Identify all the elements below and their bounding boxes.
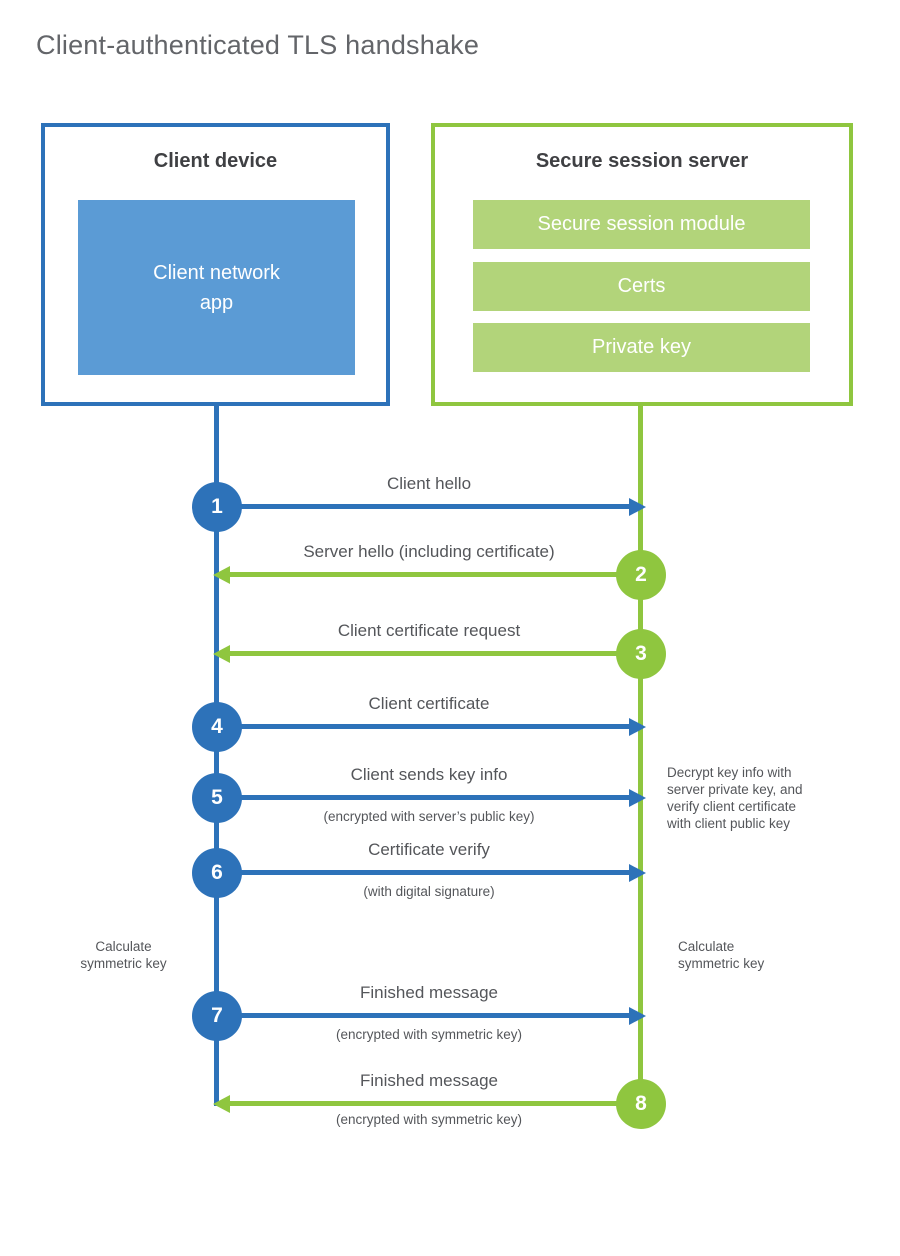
arrowhead-right-icon-4	[629, 718, 646, 736]
arrow-line-5	[217, 795, 629, 800]
step-number-4: 4	[211, 715, 223, 738]
client-calc-symmetric-key-note: Calculate symmetric key	[80, 939, 167, 971]
step-number-7: 7	[211, 1004, 223, 1027]
step-badge-2: 2	[616, 550, 666, 600]
step-label-1: Client hello	[386, 474, 472, 493]
step-label-7: Finished message	[360, 983, 498, 1002]
arrowhead-right-icon-7	[629, 1007, 646, 1025]
server-calc-symmetric-key-note: Calculate symmetric key	[678, 939, 765, 971]
arrowhead-left-icon-2	[213, 566, 230, 584]
step-sublabel-5: (encrypted with server’s public key)	[323, 809, 535, 824]
step-number-3: 3	[635, 642, 647, 665]
step-label-2: Server hello (including certificate)	[303, 542, 555, 561]
server-title: Secure session server	[535, 150, 749, 172]
server-module-certs: Certs	[473, 262, 810, 311]
step-label-5: Client sends key info	[350, 765, 508, 784]
arrowhead-left-icon-8	[213, 1095, 230, 1113]
arrow-line-2	[230, 572, 641, 577]
server-module-secure-session: Secure session module	[473, 200, 810, 249]
server-lifeline	[638, 406, 643, 1106]
step-sublabel-6: (with digital signature)	[363, 884, 495, 899]
step-sublabel-7: (encrypted with symmetric key)	[335, 1027, 523, 1042]
arrowhead-right-icon-6	[629, 864, 646, 882]
step-label-8: Finished message	[360, 1071, 498, 1090]
step-number-8: 8	[635, 1092, 647, 1115]
arrow-line-1	[217, 504, 629, 509]
step-badge-5: 5	[192, 773, 242, 823]
arrowhead-right-icon-5	[629, 789, 646, 807]
step-label-3: Client certificate request	[337, 621, 521, 640]
step-label-6: Certificate verify	[368, 840, 490, 859]
client-network-app-block: Client network app	[78, 200, 355, 375]
step-number-6: 6	[211, 861, 223, 884]
step-badge-3: 3	[616, 629, 666, 679]
arrowhead-right-icon-1	[629, 498, 646, 516]
step-number-1: 1	[211, 495, 223, 518]
arrowhead-left-icon-3	[213, 645, 230, 663]
server-module-private-key: Private key	[473, 323, 810, 372]
client-device-title: Client device	[153, 150, 278, 172]
step-sublabel-8: (encrypted with symmetric key)	[335, 1112, 523, 1127]
step-badge-8: 8	[616, 1079, 666, 1129]
step-badge-4: 4	[192, 702, 242, 752]
arrow-line-8	[230, 1101, 641, 1106]
arrow-line-3	[230, 651, 641, 656]
step-badge-6: 6	[192, 848, 242, 898]
arrow-line-6	[217, 870, 629, 875]
step-badge-1: 1	[192, 482, 242, 532]
client-lifeline	[214, 406, 219, 1106]
arrow-line-4	[217, 724, 629, 729]
arrow-line-7	[217, 1013, 629, 1018]
server-decrypt-note: Decrypt key info with server private key…	[667, 765, 803, 831]
step-badge-7: 7	[192, 991, 242, 1041]
page-title: Client-authenticated TLS handshake	[36, 30, 480, 60]
step-label-4: Client certificate	[368, 694, 490, 713]
step-number-5: 5	[211, 786, 223, 809]
step-number-2: 2	[635, 563, 647, 586]
